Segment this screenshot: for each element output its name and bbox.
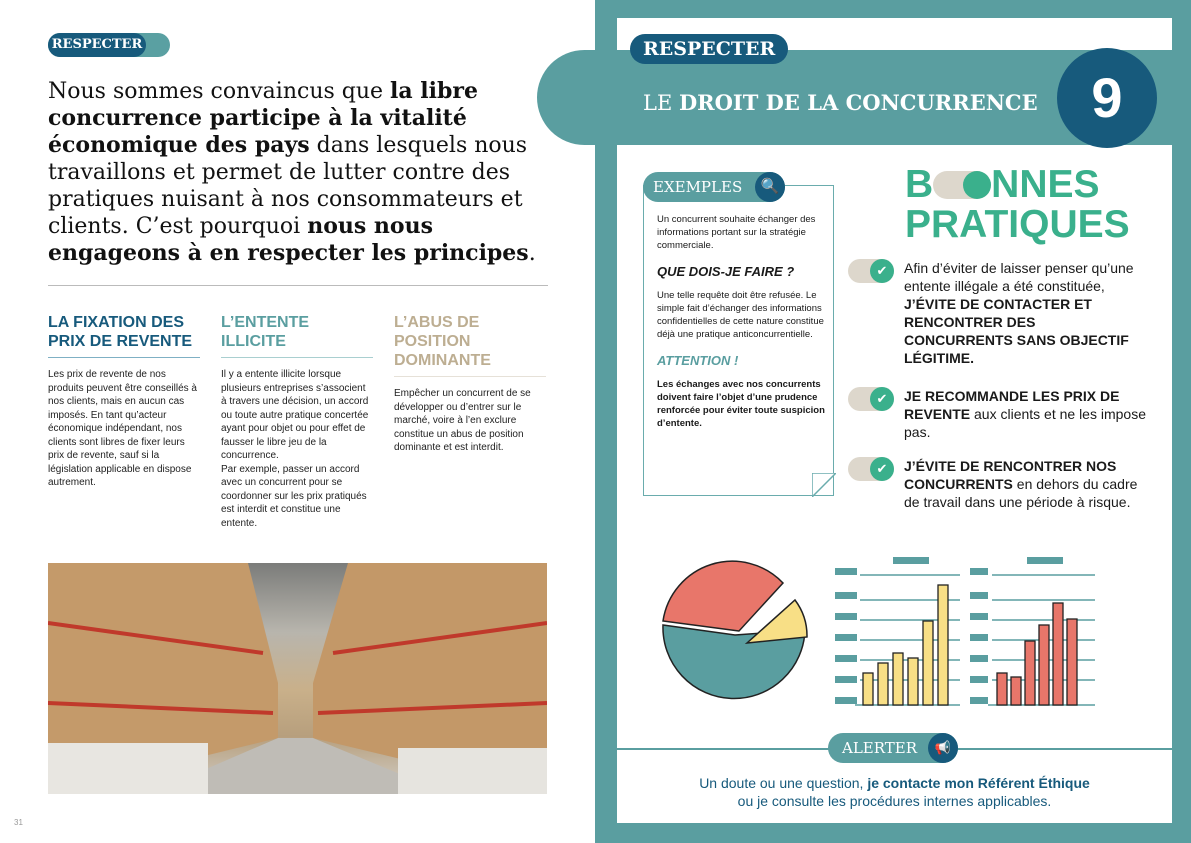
bar-chart-yellow-icon [835,557,960,706]
toggle-o-icon [933,171,992,199]
divider [48,285,548,286]
chapter-number: 9 [1057,48,1157,148]
bar-chart-red-icon [970,557,1095,706]
megaphone-icon: 📢 [928,733,958,763]
practice-item: ✔Afin d’éviter de laisser penser qu’une … [848,259,1148,367]
intro-paragraph: Nous sommes convaincus que la libre conc… [48,78,536,266]
check-toggle-icon: ✔ [848,457,894,481]
alert-text: Un doute ou une question, je contacte mo… [699,775,1090,809]
practice-item: ✔JE RECOMMANDE LES PRIX DE REVENTE aux c… [848,387,1148,441]
section-badge-right: RESPECTER [630,34,789,64]
warehouse-photo [48,563,547,794]
page-number: 31 [14,818,23,827]
column-price-fixing: LA FIXATION DES PRIX DE REVENTE Les prix… [48,313,200,490]
check-toggle-icon: ✔ [848,259,894,283]
pie-chart-icon [662,560,808,700]
column-dominant-position: L’ABUS DE POSITION DOMINANTE Empêcher un… [394,313,546,455]
section-badge: RESPECTER [48,33,170,57]
column-illicit-agreement: L’ENTENTE ILLICITE Il y a entente illici… [221,313,373,530]
decorative-charts-illustration [662,557,1095,706]
check-toggle-icon: ✔ [848,387,894,411]
search-icon: 🔍 [755,172,785,202]
examples-box: Un concurrent souhaite échanger des info… [643,185,834,496]
practice-item: ✔J’ÉVITE DE RENCONTRER NOS CONCURRENTS e… [848,457,1148,511]
page-title: LE DROIT DE LA CONCURRENCE [643,90,1038,115]
folded-corner-icon [812,473,836,497]
warehouse-illustration [48,563,547,794]
